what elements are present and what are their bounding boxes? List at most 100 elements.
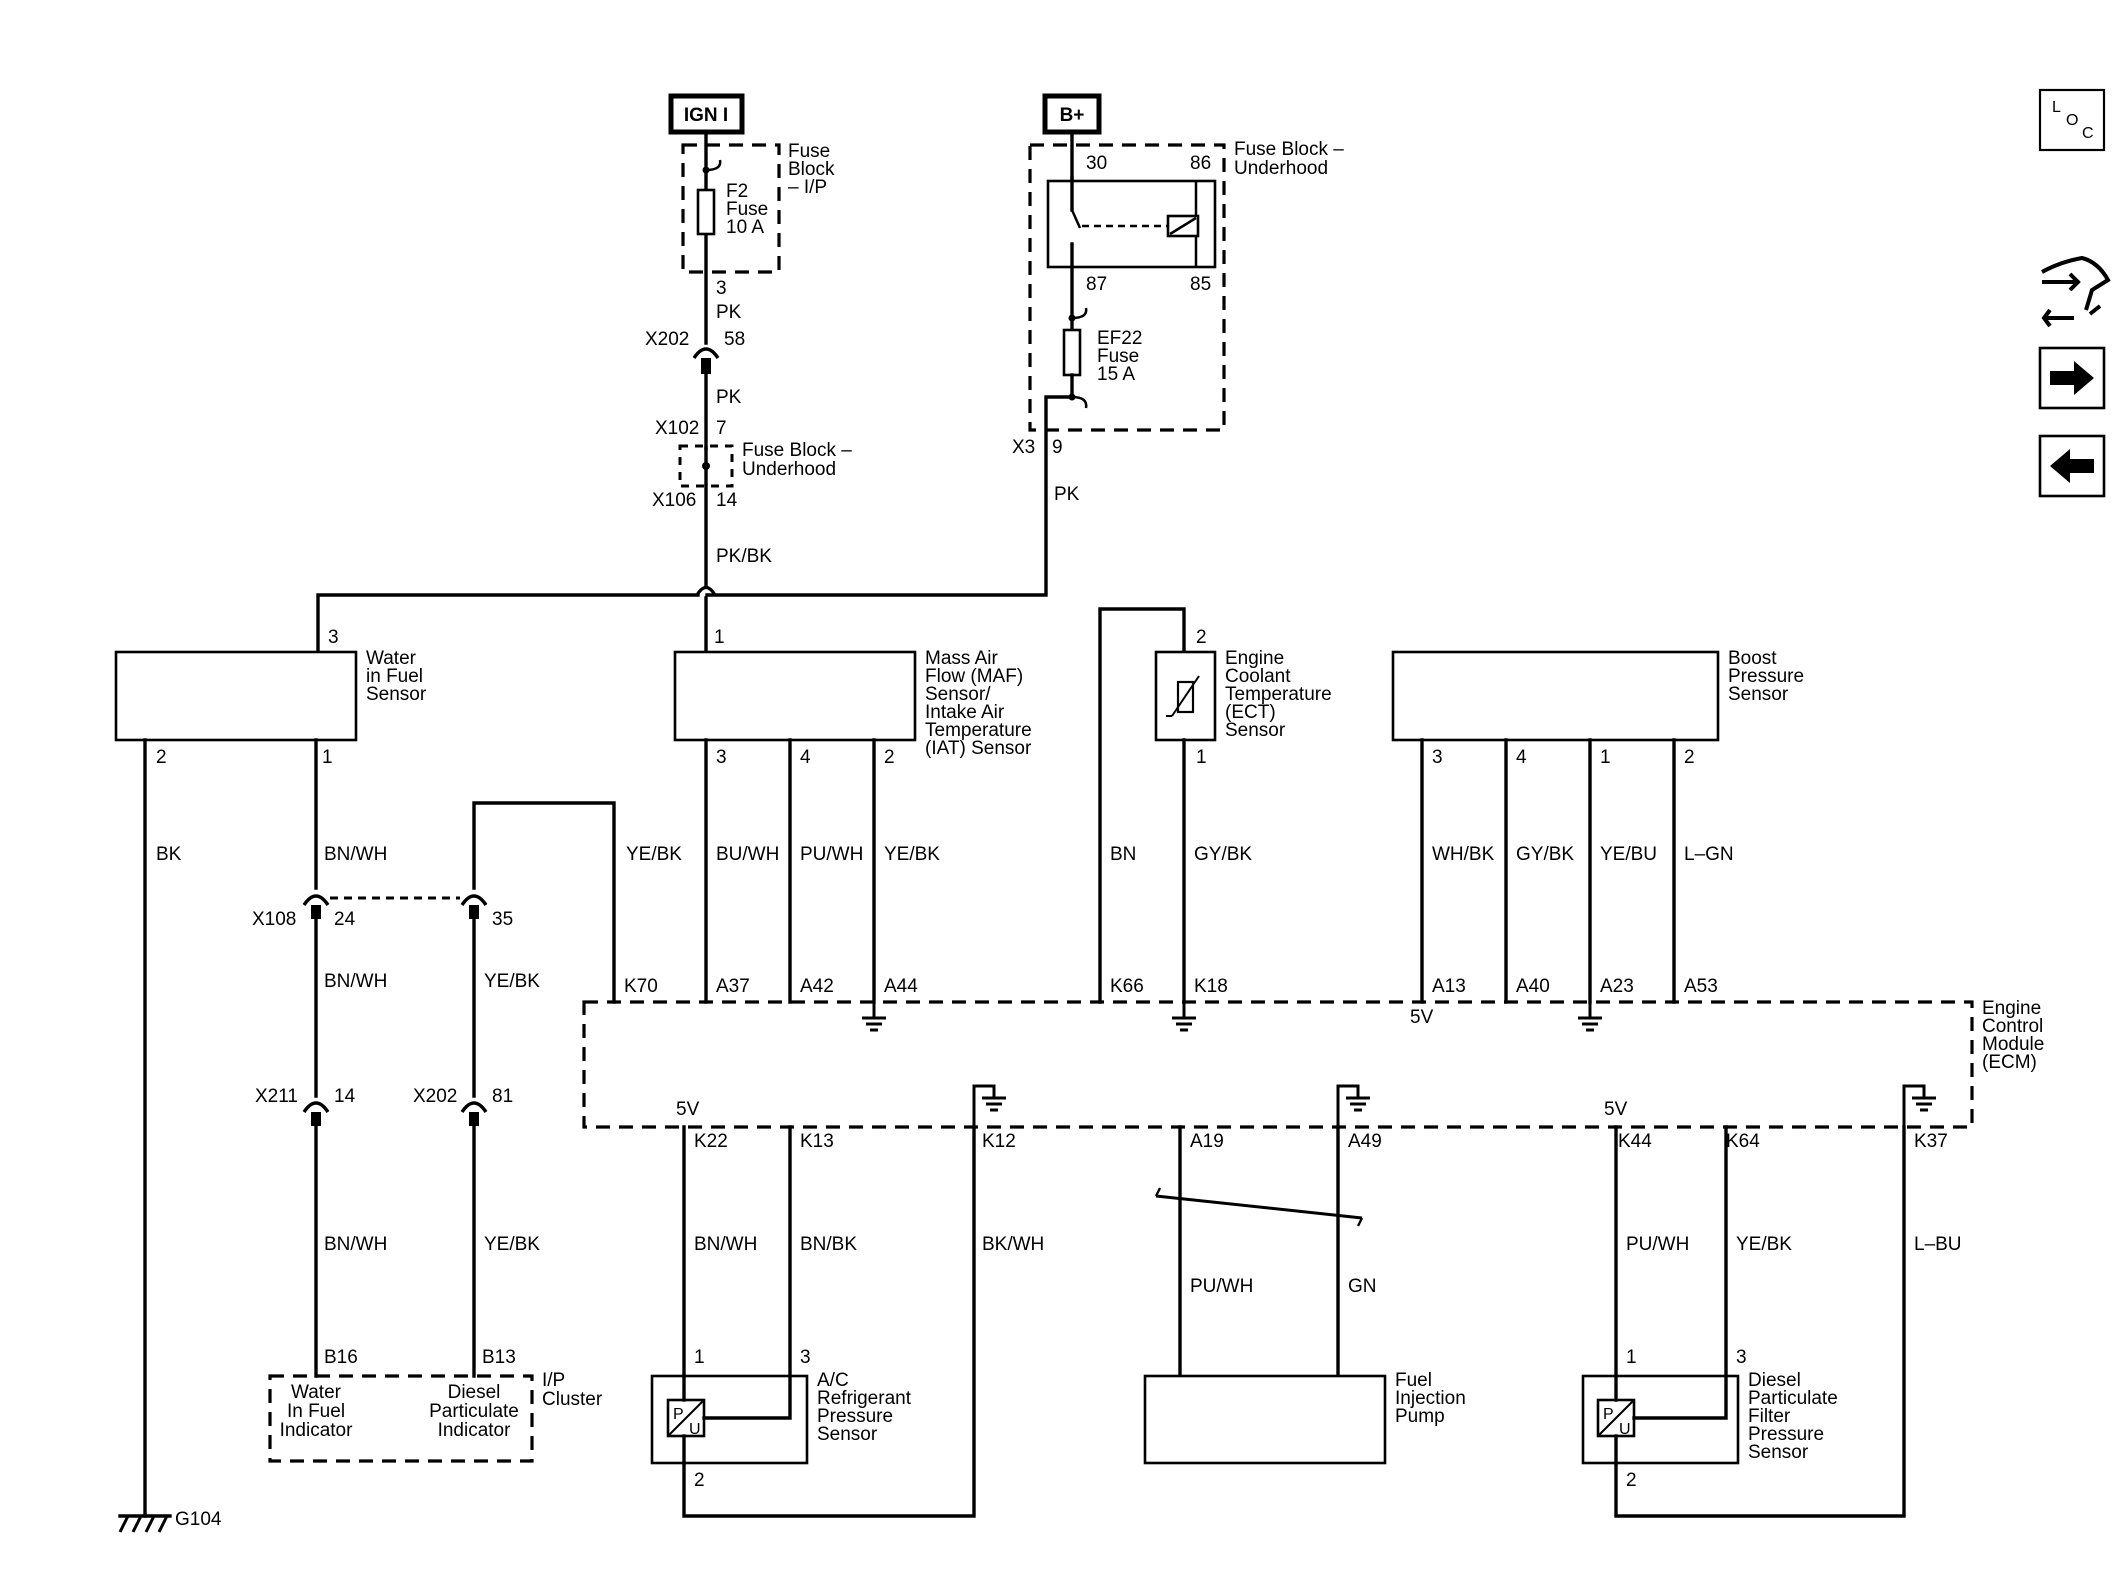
ip-wif-ind-2: In Fuel bbox=[287, 1401, 345, 1422]
ecm-pin-a37: A37 bbox=[716, 976, 750, 997]
wif-label-3: Sensor bbox=[366, 684, 427, 705]
fuse-ef22 bbox=[1062, 328, 1082, 377]
prev-page-button[interactable] bbox=[2038, 434, 2106, 498]
dpf-pin-1: 1 bbox=[1626, 1347, 1637, 1368]
wire-yebk-iat-label: YE/BK bbox=[884, 844, 940, 865]
wire-yebk-k70 bbox=[472, 801, 616, 1004]
boost-label-1: Boost bbox=[1728, 648, 1777, 669]
ip-wif-ind-1: Water bbox=[291, 1382, 342, 1403]
ect-label-1: Engine bbox=[1225, 648, 1284, 669]
ecm-pin-k22: K22 bbox=[694, 1131, 728, 1152]
ac-label-1: A/C bbox=[817, 1370, 849, 1391]
wire-bkwh-label: BK/WH bbox=[982, 1234, 1044, 1255]
boost-pin-1: 1 bbox=[1600, 747, 1611, 768]
ip-label-2: Cluster bbox=[542, 1389, 603, 1410]
bplus-label: B+ bbox=[1060, 105, 1085, 126]
ecm-label-3: Module bbox=[1982, 1034, 2044, 1055]
wire-gybk2-label: GY/BK bbox=[1516, 844, 1574, 865]
dpf-label-5: Sensor bbox=[1748, 1442, 1809, 1463]
wire-gn-label: GN bbox=[1348, 1276, 1377, 1297]
ect-pin-1: 1 bbox=[1196, 747, 1207, 768]
conn-x108-pin-a: 24 bbox=[334, 909, 356, 930]
ecm-pin-k44: K44 bbox=[1618, 1131, 1652, 1152]
svg-text:P: P bbox=[1603, 1406, 1614, 1423]
wire-bus-wif bbox=[316, 593, 700, 654]
ip-dpf-ind-2: Particulate bbox=[429, 1401, 519, 1422]
ip-label-1: I/P bbox=[542, 1370, 565, 1391]
conn-x202-top-pin: 58 bbox=[724, 329, 745, 350]
maf-label-2: Flow (MAF) bbox=[925, 666, 1023, 687]
fuse-uh-title-1: Fuse Block – bbox=[1234, 139, 1344, 160]
ecm-pin-k37: K37 bbox=[1914, 1131, 1948, 1152]
loc-button[interactable]: L O C bbox=[2038, 88, 2106, 152]
ecm-pin-k66: K66 bbox=[1110, 976, 1144, 997]
connector-x202-top-male bbox=[701, 358, 711, 374]
maf-label-3: Sensor/ bbox=[925, 684, 991, 705]
wif-pin-3: 3 bbox=[328, 627, 339, 648]
fuse-f2 bbox=[696, 188, 716, 236]
ecm-pin-k13: K13 bbox=[800, 1131, 834, 1152]
svg-text:P: P bbox=[673, 1406, 684, 1423]
wire-puwh-pump-label: PU/WH bbox=[1190, 1276, 1253, 1297]
relay-pin-87: 87 bbox=[1086, 274, 1107, 295]
conn-x211-name: X211 bbox=[255, 1086, 298, 1107]
fuse-f2-name: F2 bbox=[726, 181, 748, 202]
ecm-pin-k64: K64 bbox=[1726, 1131, 1760, 1152]
maf-pin-2: 2 bbox=[884, 747, 895, 768]
ect-label-5: Sensor bbox=[1225, 720, 1286, 741]
fuel-injection-pump bbox=[1143, 1374, 1387, 1465]
ac-pin-1: 1 bbox=[694, 1347, 705, 1368]
conn-x202-top-name: X202 bbox=[645, 329, 689, 350]
next-page-button[interactable] bbox=[2038, 346, 2106, 410]
ac-pressure-sensor bbox=[650, 1374, 809, 1465]
boost-pin-3: 3 bbox=[1432, 747, 1443, 768]
ecm-5v-top: 5V bbox=[1410, 1007, 1434, 1028]
maf-pin-4: 4 bbox=[800, 747, 811, 768]
wire-bk-label: BK bbox=[156, 844, 182, 865]
wire-lbu-label: L–BU bbox=[1914, 1234, 1962, 1255]
ecm-pin-k18: K18 bbox=[1194, 976, 1228, 997]
ac-label-4: Sensor bbox=[817, 1424, 878, 1445]
ac-label-3: Pressure bbox=[817, 1406, 893, 1427]
conn-x108-pin-b: 35 bbox=[492, 909, 513, 930]
ecm-pin-a19: A19 bbox=[1190, 1131, 1224, 1152]
connector-tool-icon[interactable] bbox=[2041, 255, 2111, 328]
fuse-ip-title-2: Block bbox=[788, 159, 835, 180]
dpf-pressure-sensor bbox=[1581, 1374, 1740, 1465]
conn-x202-bot-name: X202 bbox=[413, 1086, 457, 1107]
fuse-f2-word: Fuse bbox=[726, 199, 768, 220]
ecm-pin-k12: K12 bbox=[982, 1131, 1016, 1152]
wire-puwh-dpf-label: PU/WH bbox=[1626, 1234, 1689, 1255]
fuse-clip bbox=[705, 159, 722, 172]
arrow-left-icon bbox=[2050, 449, 2094, 483]
connector-x202-bot-female bbox=[460, 1101, 488, 1113]
fuse-ip-title-1: Fuse bbox=[788, 141, 830, 162]
wire-pk-label-2: PK bbox=[716, 387, 742, 408]
dpf-label-3: Filter bbox=[1748, 1406, 1791, 1427]
wire-crossover bbox=[695, 585, 717, 596]
wire-yebk-dpf-label: YE/BK bbox=[1736, 1234, 1792, 1255]
wire-bnwh-label-3: BN/WH bbox=[324, 1234, 387, 1255]
wire-pk-label-3: PK bbox=[1054, 484, 1080, 505]
fuse-f2-rating: 10 A bbox=[726, 217, 764, 238]
maf-label-4: Intake Air bbox=[925, 702, 1005, 723]
fuse-uh-title-2: Underhood bbox=[1234, 158, 1328, 179]
ac-pin-3: 3 bbox=[800, 1347, 811, 1368]
boost-pin-4: 4 bbox=[1516, 747, 1527, 768]
wire-puwh-label: PU/WH bbox=[800, 844, 863, 865]
conn-x102-name: X102 bbox=[655, 418, 699, 439]
maf-pin-3: 3 bbox=[716, 747, 727, 768]
wire-bnwh-ac-label: BN/WH bbox=[694, 1234, 757, 1255]
ect-label-4: (ECT) bbox=[1225, 702, 1276, 723]
wif-pin-2: 2 bbox=[156, 747, 167, 768]
relay-box bbox=[1046, 179, 1217, 269]
svg-text:U: U bbox=[1619, 1421, 1631, 1438]
wire-bnbk-label: BN/BK bbox=[800, 1234, 857, 1255]
fuse-ef22-word: Fuse bbox=[1097, 346, 1139, 367]
ip-dpf-ind-3: Indicator bbox=[438, 1420, 512, 1441]
wire-yebk-label-2: YE/BK bbox=[484, 971, 540, 992]
maf-iat-sensor bbox=[673, 650, 917, 742]
fuse-ef22-rating: 15 A bbox=[1097, 364, 1135, 385]
wire-whbk-label: WH/BK bbox=[1432, 844, 1495, 865]
